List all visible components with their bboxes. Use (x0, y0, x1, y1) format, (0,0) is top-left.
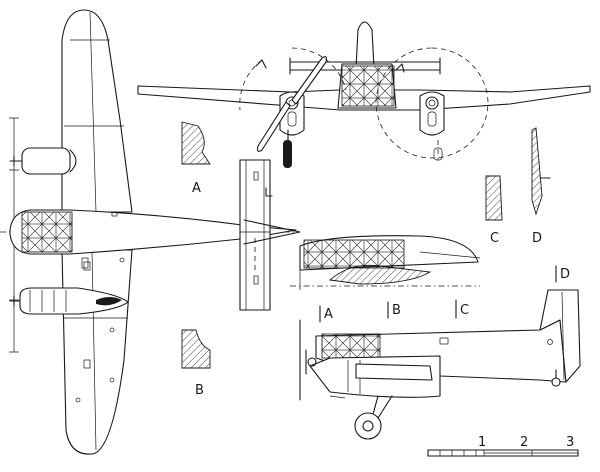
scale-tick-label: 1 (478, 435, 486, 450)
plan-lower-wing-details (75, 257, 125, 403)
side-view (299, 265, 581, 440)
section-d-profile (531, 127, 543, 216)
marker-d-label: D (560, 267, 570, 282)
section-a-label: A (192, 181, 201, 196)
marker-c-label: C (460, 303, 469, 318)
plan-upper-nacelle (9, 147, 77, 175)
plan-view (0, 9, 301, 455)
marker-a-label: A (324, 307, 333, 322)
scale-tick-label: 2 (520, 435, 528, 450)
section-c-profile (485, 175, 503, 221)
scale-bar: 1 2 3 (427, 435, 579, 457)
section-c-label: C (490, 231, 499, 246)
plan-lower-nacelle (9, 287, 129, 315)
scale-tick-label: 3 (566, 435, 574, 450)
detail-sections (485, 127, 551, 221)
section-d-label: D (532, 231, 542, 246)
section-b-profile (181, 329, 211, 369)
wing-root-cutaway (290, 235, 481, 290)
section-a-profile (181, 121, 211, 165)
front-view (137, 21, 591, 168)
section-b-label: B (195, 383, 204, 398)
marker-b-label: B (392, 303, 401, 318)
